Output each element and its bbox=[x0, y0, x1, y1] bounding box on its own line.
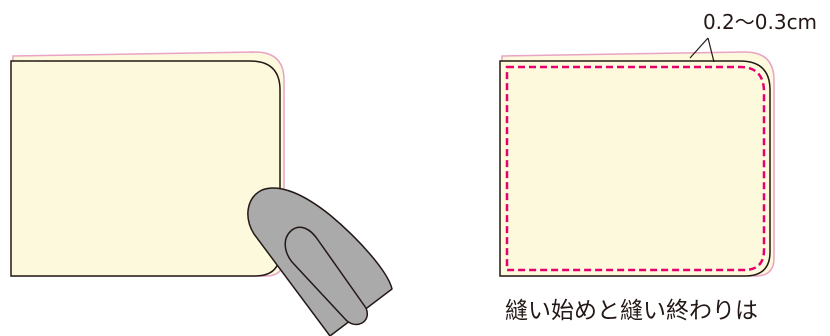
seam-allowance-label: 0.2〜0.3cm bbox=[703, 10, 817, 34]
seam-allowance-pointer-left bbox=[689, 37, 709, 59]
iron-icon bbox=[247, 187, 393, 336]
left-fabric-panel bbox=[10, 60, 281, 277]
iron-handle bbox=[284, 226, 369, 326]
pressing-step-illustration bbox=[10, 51, 393, 336]
stitching-step-illustration: 0.2〜0.3cm 縫い始めと縫い終わりは bbox=[499, 10, 817, 324]
caption-text: 縫い始めと縫い終わりは bbox=[505, 298, 758, 324]
topstitch-line bbox=[505, 65, 766, 272]
right-fabric-panel bbox=[499, 60, 771, 277]
seam-allowance-pointer-right bbox=[707, 37, 715, 63]
